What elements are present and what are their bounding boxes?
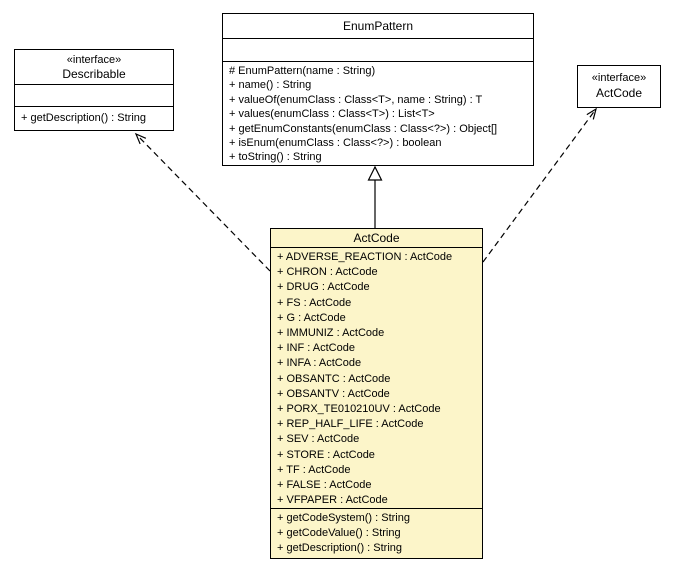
method-line: + getEnumConstants(enumClass : Class<?>)… xyxy=(229,122,498,135)
actcode-title: ActCode xyxy=(271,229,482,248)
attribute-line: + IMMUNIZ : ActCode xyxy=(277,327,385,340)
attribute-line: + G : ActCode xyxy=(277,311,346,324)
attribute-line: + OBSANTV : ActCode xyxy=(277,387,390,400)
attribute-line: + OBSANTC : ActCode xyxy=(277,372,391,385)
attribute-line: + CHRON : ActCode xyxy=(277,266,378,279)
class-box-enumpattern[interactable]: EnumPattern # EnumPattern(name : String)… xyxy=(222,13,534,166)
attribute-line: + DRUG : ActCode xyxy=(277,281,370,294)
method-line: + getCodeValue() : String xyxy=(277,527,401,540)
enumpattern-name: EnumPattern xyxy=(342,19,414,33)
method-line: + values(enumClass : Class<T>) : List<T> xyxy=(229,108,435,121)
actcode-methods: + getCodeSystem() : String + getCodeValu… xyxy=(271,509,482,558)
describable-attributes-empty xyxy=(15,85,173,107)
attribute-line: + REP_HALF_LIFE : ActCode xyxy=(277,418,424,431)
attribute-line: + PORX_TE010210UV : ActCode xyxy=(277,403,441,416)
enumpattern-attributes-empty xyxy=(223,39,533,62)
realization-edge-describable xyxy=(134,132,271,272)
attribute-line: + ADVERSE_REACTION : ActCode xyxy=(277,251,453,263)
attribute-line: + VFPAPER : ActCode xyxy=(277,494,388,507)
describable-title: «interface» Describable xyxy=(15,50,173,85)
attribute-line: + STORE : ActCode xyxy=(277,448,375,461)
attribute-line: + TF : ActCode xyxy=(277,463,351,476)
actcode-interface-name: ActCode xyxy=(595,86,643,100)
method-line: + getDescription() : String xyxy=(21,112,147,124)
class-box-actcode[interactable]: ActCode + ADVERSE_REACTION : ActCode + C… xyxy=(270,228,483,559)
method-line: + toString() : String xyxy=(229,151,322,164)
method-line: + isEnum(enumClass : Class<?>) : boolean xyxy=(229,137,442,150)
method-line: + getCodeSystem() : String xyxy=(277,512,410,524)
actcode-interface-stereotype: «interface» xyxy=(591,72,647,84)
method-line: + name() : String xyxy=(229,79,312,92)
enumpattern-methods: # EnumPattern(name : String) + name() : … xyxy=(223,62,533,165)
actcode-interface-title: «interface» ActCode xyxy=(578,66,660,107)
describable-methods: + getDescription() : String xyxy=(15,107,173,130)
attribute-line: + SEV : ActCode xyxy=(277,433,360,446)
class-box-describable[interactable]: «interface» Describable + getDescription… xyxy=(14,49,174,131)
attribute-line: + INFA : ActCode xyxy=(277,357,362,370)
enumpattern-title: EnumPattern xyxy=(223,14,533,39)
interface-box-actcode[interactable]: «interface» ActCode xyxy=(577,65,661,108)
method-line: + valueOf(enumClass : Class<T>, name : S… xyxy=(229,93,483,106)
describable-stereotype: «interface» xyxy=(66,54,122,66)
attribute-line: + FALSE : ActCode xyxy=(277,479,372,492)
method-line: # EnumPattern(name : String) xyxy=(229,65,376,77)
attribute-line: + FS : ActCode xyxy=(277,296,352,309)
actcode-attributes: + ADVERSE_REACTION : ActCode + CHRON : A… xyxy=(271,248,482,509)
attribute-line: + INF : ActCode xyxy=(277,342,355,355)
describable-name: Describable xyxy=(62,67,126,81)
method-line: + getDescription() : String xyxy=(277,542,403,555)
realization-edge-actcode-interface xyxy=(482,107,597,263)
actcode-name: ActCode xyxy=(353,231,400,245)
